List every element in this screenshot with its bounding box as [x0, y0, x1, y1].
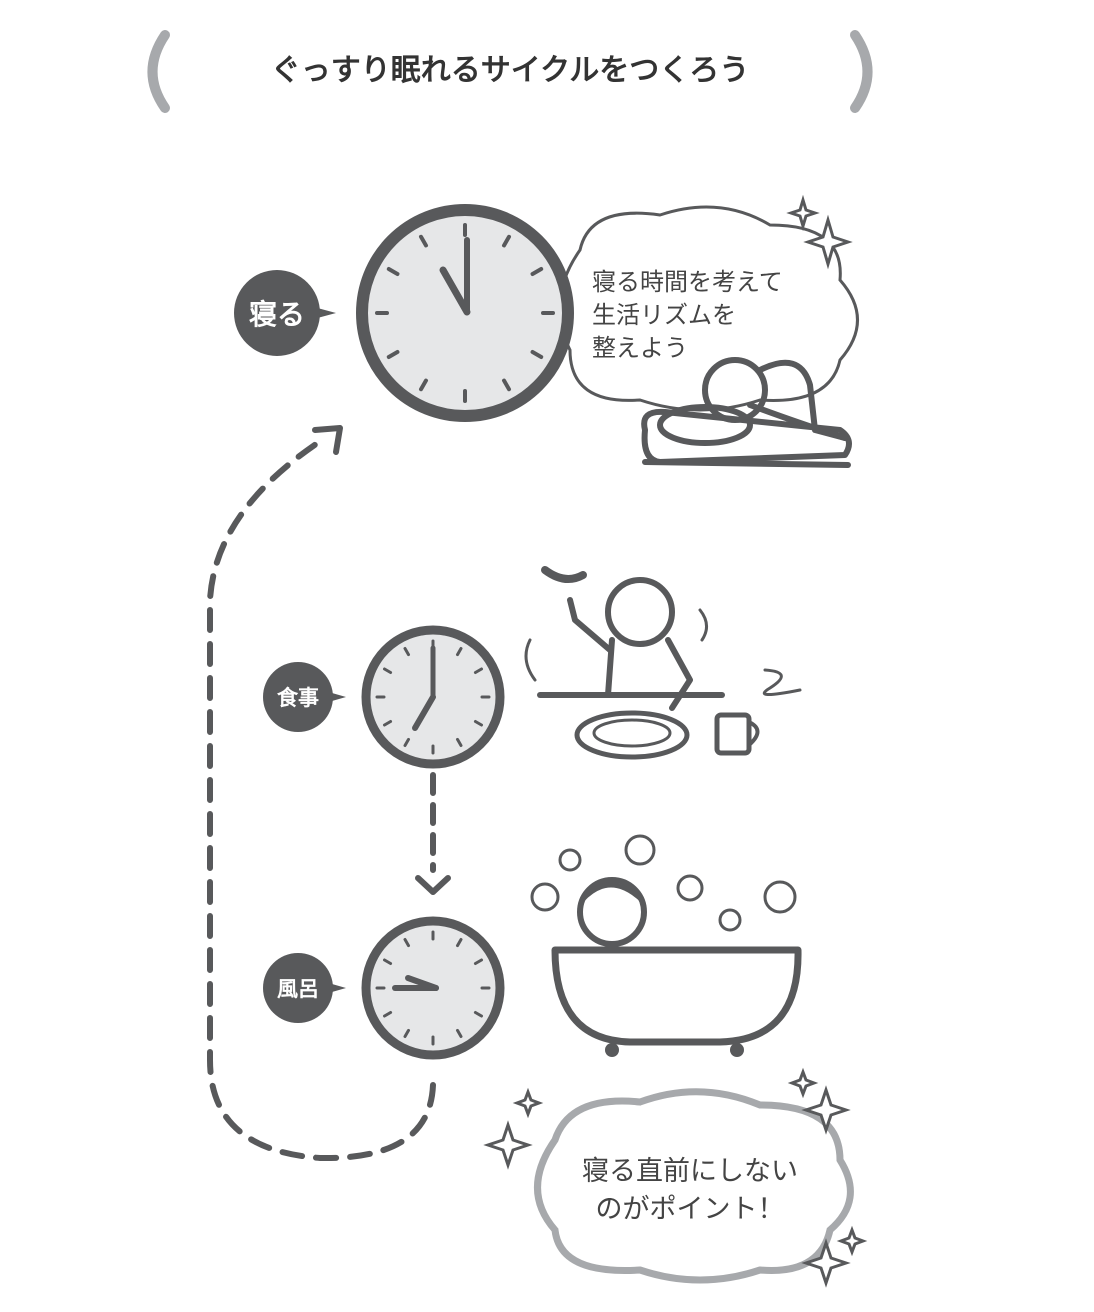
clock-tick	[386, 350, 400, 359]
eating-person-illustration	[524, 566, 802, 760]
clock-tick	[419, 378, 428, 392]
arrowhead-down-icon	[415, 875, 451, 895]
clock-tick	[383, 720, 393, 727]
clock-tick	[530, 267, 544, 276]
left-bracket	[147, 30, 170, 113]
right-bracket	[850, 30, 873, 113]
sleep-clock	[356, 204, 574, 422]
step-badge-sleep: 寝る	[234, 270, 336, 356]
clock-tick	[502, 234, 511, 248]
point-thought-cloud: 寝る直前にしない のがポイント！	[534, 1088, 854, 1284]
sleep-cloud-line-2: 生活リズムを	[592, 301, 736, 329]
clock-tick	[383, 958, 393, 965]
clock-tick	[473, 1011, 483, 1018]
clock-tick	[456, 1028, 463, 1038]
point-cloud-line-2: のがポイント！	[596, 1194, 785, 1225]
clock-tick	[419, 234, 428, 248]
point-cloud-line-1: 寝る直前にしない	[582, 1156, 798, 1187]
step-label-meal: 食事	[277, 686, 319, 710]
clock-tick	[403, 938, 410, 948]
clock-tick	[403, 647, 410, 657]
clock-tick	[386, 267, 400, 276]
clock-tick	[473, 720, 483, 727]
clock-tick	[403, 737, 410, 747]
dashed-return-arrow	[207, 435, 436, 1162]
step-label-sleep: 寝る	[249, 298, 305, 331]
clock-tick	[456, 938, 463, 948]
clock-tick	[456, 647, 463, 657]
sleeping-person-illustration	[641, 357, 852, 468]
sparkle-icons	[786, 194, 853, 270]
arrowhead-up-icon	[312, 425, 343, 455]
clock-tick	[502, 378, 511, 392]
clock-tick	[456, 737, 463, 747]
sleep-thought-cloud: 寝る時間を考えて 生活リズムを 整えよう	[558, 205, 859, 412]
sleep-cloud-line-1: 寝る時間を考えて	[592, 268, 783, 296]
sparkle-icons-bottom	[483, 1067, 868, 1288]
clock-tick	[383, 667, 393, 674]
clock-tick	[403, 1028, 410, 1038]
step-badge-meal: 食事	[263, 662, 346, 732]
page-title: ぐっすり眠れるサイクルをつくろう	[271, 53, 750, 88]
bath-clock	[361, 916, 505, 1060]
sleep-cloud-line-3: 整えよう	[592, 334, 688, 362]
clock-tick	[530, 350, 544, 359]
clock-tick	[473, 667, 483, 674]
hour-hand	[439, 266, 471, 316]
clock-tick	[473, 958, 483, 965]
step-label-bath: 風呂	[277, 977, 319, 1001]
bathing-person-illustration	[530, 834, 802, 1057]
meal-clock	[361, 625, 505, 769]
clock-tick	[383, 1011, 393, 1018]
step-badge-bath: 風呂	[263, 953, 346, 1023]
hour-hand	[412, 694, 436, 731]
hour-hand	[405, 975, 439, 991]
